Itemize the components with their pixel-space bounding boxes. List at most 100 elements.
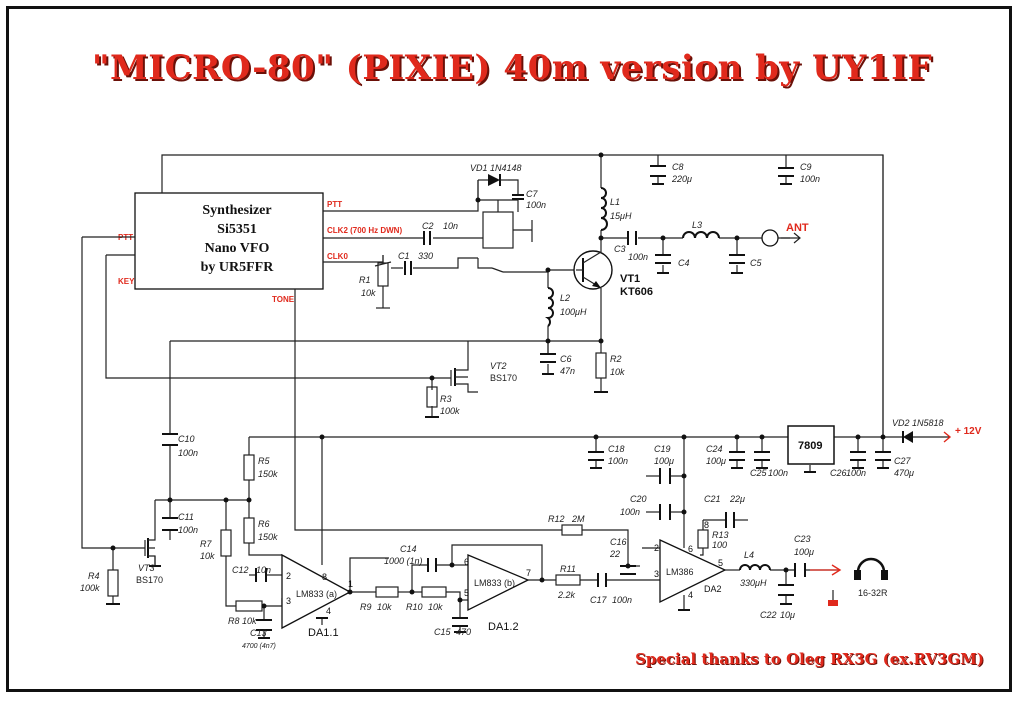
key-label: KEY <box>118 277 135 286</box>
r5-label: R5 <box>258 456 270 466</box>
r5-resistor-icon <box>243 454 255 481</box>
clk2-label: CLK2 (700 Hz DWN) <box>327 226 402 235</box>
border-frame <box>6 6 1012 692</box>
c15-capacitor-icon <box>452 617 468 633</box>
opamp-a-pin-3: 3 <box>286 596 291 606</box>
synth-line-4: by UR5FFR <box>201 260 275 275</box>
vt3-mosfet-icon <box>140 500 156 566</box>
c17-capacitor-icon <box>597 573 607 587</box>
c19-label: C19 <box>654 444 671 454</box>
c25-label: C25 <box>750 468 768 478</box>
r7-resistor-icon <box>220 529 232 557</box>
r13-label: R13 <box>712 530 729 540</box>
r10-label: R10 <box>406 602 423 612</box>
c15-value: 470 <box>456 627 471 637</box>
c26-label: C26 <box>830 468 847 478</box>
c21-capacitor-icon <box>725 512 735 528</box>
synth-line-1: Synthesizer <box>202 203 271 218</box>
c27-capacitor-icon <box>875 451 891 469</box>
c16-label: C16 <box>610 537 627 547</box>
lm833b-opamp-icon <box>467 554 530 612</box>
c26-capacitor-icon <box>850 451 866 469</box>
r8-value: 10k <box>242 616 257 626</box>
c3-value: 100n <box>628 252 648 262</box>
thanks-credit: Special thanks to Oleg RX3G (ex.RV3GM) <box>635 650 984 668</box>
c17-label: C17 <box>590 595 608 605</box>
c19-capacitor-icon <box>659 468 671 484</box>
lm386-pin-8: 8 <box>704 520 709 530</box>
opamp-b-pin-5: 5 <box>464 588 469 598</box>
l4-inductor-icon <box>739 564 771 571</box>
c22-capacitor-icon <box>778 584 794 605</box>
lm386-label: LM386 <box>666 567 694 577</box>
c21-value: 22μ <box>729 494 745 504</box>
r3-resistor-icon <box>426 386 438 408</box>
c14-value: 1000 (1n) <box>384 556 423 566</box>
c12-value: 10n <box>256 565 271 575</box>
l2-value: 100μH <box>560 307 587 317</box>
c5-label: C5 <box>750 258 762 268</box>
r4-label: R4 <box>88 571 100 581</box>
opamp-b-pin-7: 7 <box>526 568 531 578</box>
c15-label: C15 <box>434 627 452 637</box>
vt2-value: BS170 <box>490 373 517 383</box>
c25-value: 100n <box>768 468 788 478</box>
l4-value: 330μH <box>740 578 767 588</box>
antenna-connector-icon <box>757 229 801 247</box>
c4-capacitor-icon <box>655 254 671 274</box>
c11-label: C11 <box>178 512 194 522</box>
r9-label: R9 <box>360 602 372 612</box>
l1-value: 15μH <box>610 211 632 221</box>
r2-resistor-icon <box>595 352 607 379</box>
c10-capacitor-icon <box>162 433 178 446</box>
regulator-label: 7809 <box>798 440 822 452</box>
vt1-value: KT606 <box>620 286 653 298</box>
r6-label: R6 <box>258 519 270 529</box>
synthesizer-block <box>134 192 324 290</box>
ptt-out-label: PTT <box>327 200 342 209</box>
c2-label: C2 <box>422 221 434 231</box>
c7-value: 100n <box>526 200 546 210</box>
page-title: "MICRO-80" (PIXIE) 40m version by UY1IF <box>91 48 933 88</box>
r6-value: 150k <box>258 532 278 542</box>
lm833a-label: LM833 (a) <box>296 589 337 599</box>
r6-resistor-icon <box>243 517 255 544</box>
c4-label: C4 <box>678 258 690 268</box>
c10-label: C10 <box>178 434 195 444</box>
lm386-pin-3: 3 <box>654 569 659 579</box>
r7-value: 10k <box>200 551 215 561</box>
r11-resistor-icon <box>555 574 581 586</box>
c13-capacitor-icon <box>256 619 272 639</box>
junction-dots <box>110 152 886 609</box>
c2-capacitor-icon <box>423 231 431 245</box>
c11-value: 100n <box>178 525 198 535</box>
r11-value: 2.2k <box>557 590 576 600</box>
c21-label: C21 <box>704 494 721 504</box>
c19-value: 100μ <box>654 456 674 466</box>
r10-resistor-icon <box>421 586 447 598</box>
opamp-b-pin-6: 6 <box>464 557 469 567</box>
c20-value: 100n <box>620 507 640 517</box>
c5-capacitor-icon <box>729 254 745 274</box>
c18-value: 100n <box>608 456 628 466</box>
speaker-ground-icon <box>828 590 838 606</box>
c13-value: 4700 (4n7) <box>242 643 276 650</box>
c7-capacitor-icon <box>512 194 524 212</box>
r4-value: 100k <box>80 583 100 593</box>
c12-capacitor-icon <box>255 568 267 582</box>
c23-label: C23 <box>794 534 811 544</box>
r4-resistor-icon <box>107 569 119 597</box>
r9-resistor-icon <box>375 586 399 598</box>
lm386-pin-6: 6 <box>688 544 693 554</box>
lm386-pin-5: 5 <box>718 558 723 568</box>
r2-value: 10k <box>610 367 625 377</box>
c6-capacitor-icon <box>540 353 556 375</box>
l1-label: L1 <box>610 197 620 207</box>
c17-value: 100n <box>612 595 632 605</box>
vt1-label: VT1 <box>620 273 640 285</box>
r8-resistor-icon <box>235 600 263 612</box>
vd1-label: VD1 1N4148 <box>470 163 522 173</box>
c20-label: C20 <box>630 494 647 504</box>
